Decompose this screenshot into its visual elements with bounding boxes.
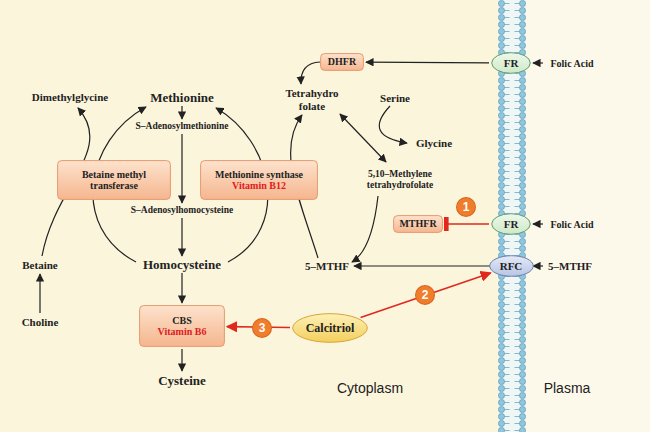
metabolite-name: Homocysteine bbox=[143, 257, 221, 273]
metabolite-name: Betaine bbox=[22, 259, 57, 272]
ligand-name: Folic Acid bbox=[550, 58, 593, 69]
node-text: FR bbox=[504, 57, 519, 69]
arrow bbox=[301, 62, 320, 84]
arrow bbox=[181, 273, 182, 303]
connector-arrow bbox=[361, 273, 491, 318]
metabolite-name: S–Adenosylmethionine bbox=[136, 121, 229, 132]
node-outline bbox=[489, 256, 533, 277]
receptor-oval: FR bbox=[491, 52, 531, 74]
metabolite-name: 5–MTHF bbox=[305, 260, 349, 273]
arrow bbox=[533, 223, 543, 224]
node-outline bbox=[140, 306, 225, 347]
metabolite-name: S–Adenosylhomocysteine bbox=[131, 205, 233, 216]
node-outline bbox=[394, 216, 443, 233]
node-outline bbox=[492, 53, 531, 74]
node-outline bbox=[293, 314, 368, 343]
metabolite-name: Methionine bbox=[150, 90, 214, 106]
cofactor-text: Vitamin B12 bbox=[232, 180, 286, 191]
arrow bbox=[39, 274, 40, 313]
region-label: Cytoplasm bbox=[337, 380, 403, 396]
plasma-ground bbox=[512, 0, 650, 432]
arrow bbox=[379, 106, 407, 143]
metabolite-name: Serine bbox=[380, 92, 410, 105]
node-text: DHFR bbox=[328, 56, 356, 68]
node-outline bbox=[58, 161, 171, 200]
node-text: FR bbox=[504, 218, 519, 230]
metabolite-name: Dimethylglycine bbox=[32, 91, 108, 104]
node-text: MTHFR bbox=[399, 218, 436, 230]
enzyme-box: CBSVitamin B6 bbox=[139, 305, 225, 347]
hormone-oval: Calcitriol bbox=[292, 313, 368, 343]
node-outline bbox=[492, 214, 531, 235]
callout-number: 2 bbox=[416, 286, 434, 304]
receptor-oval: FR bbox=[491, 213, 531, 235]
reaction-arrows bbox=[40, 62, 543, 371]
arrow bbox=[352, 196, 378, 262]
node-text: CBS bbox=[172, 315, 191, 327]
node-outline bbox=[321, 54, 364, 71]
node-text: RFC bbox=[500, 260, 523, 272]
arrow bbox=[181, 349, 182, 371]
arrow bbox=[533, 62, 543, 63]
metabolite-name: Choline bbox=[22, 316, 59, 329]
arrow bbox=[181, 106, 182, 119]
connector-arrow bbox=[366, 62, 489, 64]
node-outline bbox=[201, 161, 318, 200]
metabolite-name: 5,10–Methylene tetrahydrofolate bbox=[354, 169, 446, 192]
enzyme-box: MTHFR bbox=[393, 215, 443, 233]
enzyme-box: Betaine methyl transferase bbox=[57, 160, 171, 200]
metabolite-name: Tetrahydro folate bbox=[279, 87, 345, 112]
cofactor-text: Vitamin B6 bbox=[158, 326, 207, 337]
node-text: Calcitriol bbox=[306, 321, 355, 336]
node-text: Betaine methyl transferase bbox=[62, 169, 166, 192]
inhibition-line bbox=[445, 223, 489, 225]
node-shape bbox=[200, 160, 318, 200]
transporter-oval: RFC bbox=[489, 255, 534, 277]
node-shape bbox=[139, 305, 225, 347]
callout-number: 1 bbox=[457, 198, 475, 216]
arrow bbox=[354, 265, 490, 266]
metabolite-name: 5–MTHF bbox=[548, 260, 592, 273]
ligand-name: Folic Acid bbox=[550, 219, 593, 230]
enzyme-box: DHFR bbox=[320, 53, 364, 71]
arrow bbox=[533, 265, 543, 266]
metabolite-name: Cysteine bbox=[158, 373, 206, 389]
callout-number: 3 bbox=[253, 319, 271, 337]
enzyme-box: Methionine synthaseVitamin B12 bbox=[200, 160, 318, 200]
arrow bbox=[181, 218, 182, 256]
region-label: Plasma bbox=[544, 380, 591, 396]
metabolite-name: Glycine bbox=[416, 137, 452, 150]
arrow bbox=[181, 134, 182, 203]
node-text: Methionine synthase bbox=[215, 169, 303, 181]
arrow bbox=[340, 114, 386, 162]
